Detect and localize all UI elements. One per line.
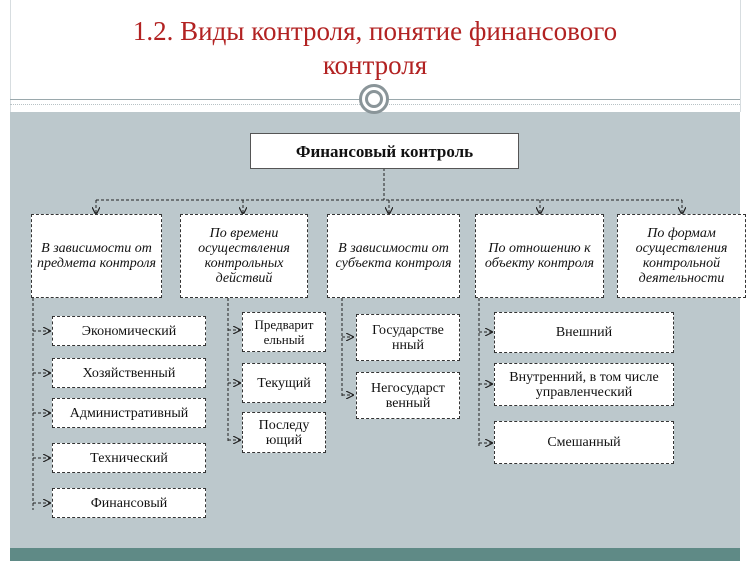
category-node-label: По формам осуществления контрольной деят… — [635, 226, 728, 286]
ring-inner — [365, 90, 383, 108]
root-node-label: Финансовый контроль — [295, 141, 474, 161]
leaf-node: Административный — [52, 398, 206, 428]
leaf-node-label: Технический — [90, 450, 168, 466]
leaf-node: Внутренний, в том числе управленческий — [494, 363, 674, 406]
leaf-node: Государстве нный — [356, 314, 460, 361]
leaf-node-label: Смешанный — [547, 435, 621, 450]
category-node-time: По времени осуществления контрольных дей… — [180, 214, 308, 298]
leaf-node: Смешанный — [494, 421, 674, 464]
right-edge-line — [740, 0, 741, 112]
ring-ornament-icon — [359, 84, 389, 114]
leaf-node-label: Финансовый — [90, 495, 168, 511]
category-node-label: В зависимости от предмета контроля — [36, 241, 157, 271]
leaf-node: Предварит ельный — [242, 312, 326, 352]
leaf-node: Последу ющий — [242, 412, 326, 453]
leaf-node: Внешний — [494, 312, 674, 353]
leaf-node-label: Экономический — [81, 323, 177, 339]
slide-title: 1.2. Виды контроля, понятие финансового … — [40, 14, 710, 82]
leaf-node: Экономический — [52, 316, 206, 346]
leaf-node-label: Последу ющий — [258, 417, 310, 448]
leaf-node-label: Государстве нный — [372, 322, 444, 353]
slide-title-line-2: контроля — [322, 50, 428, 80]
left-edge-line — [10, 0, 11, 112]
leaf-node-label: Хозяйственный — [82, 365, 176, 381]
leaf-node-label: Предварит ельный — [254, 317, 314, 347]
category-node-label: В зависимости от субъекта контроля — [335, 241, 452, 271]
leaf-node: Негосударст венный — [356, 372, 460, 419]
leaf-node-label: Внешний — [555, 325, 613, 340]
leaf-node-label: Внутренний, в том числе управленческий — [509, 369, 659, 400]
leaf-node-label: Текущий — [257, 375, 311, 391]
category-node-subject-matter: В зависимости от предмета контроля — [31, 214, 162, 298]
category-node-object: По отношению к объекту контроля — [475, 214, 604, 298]
leaf-node-label: Негосударст венный — [371, 380, 445, 411]
category-node-forms: По формам осуществления контрольной деят… — [617, 214, 746, 298]
leaf-node: Текущий — [242, 363, 326, 403]
leaf-node-label: Административный — [69, 405, 189, 421]
root-node: Финансовый контроль — [250, 133, 519, 169]
category-node-label: По отношению к объекту контроля — [484, 241, 595, 271]
leaf-node: Технический — [52, 443, 206, 473]
leaf-node: Хозяйственный — [52, 358, 206, 388]
footer-bar — [10, 548, 740, 561]
slide-title-line-1: 1.2. Виды контроля, понятие финансового — [132, 16, 618, 46]
leaf-node: Финансовый — [52, 488, 206, 518]
category-node-actor: В зависимости от субъекта контроля — [327, 214, 460, 298]
category-node-label: По времени осуществления контрольных дей… — [198, 226, 290, 286]
